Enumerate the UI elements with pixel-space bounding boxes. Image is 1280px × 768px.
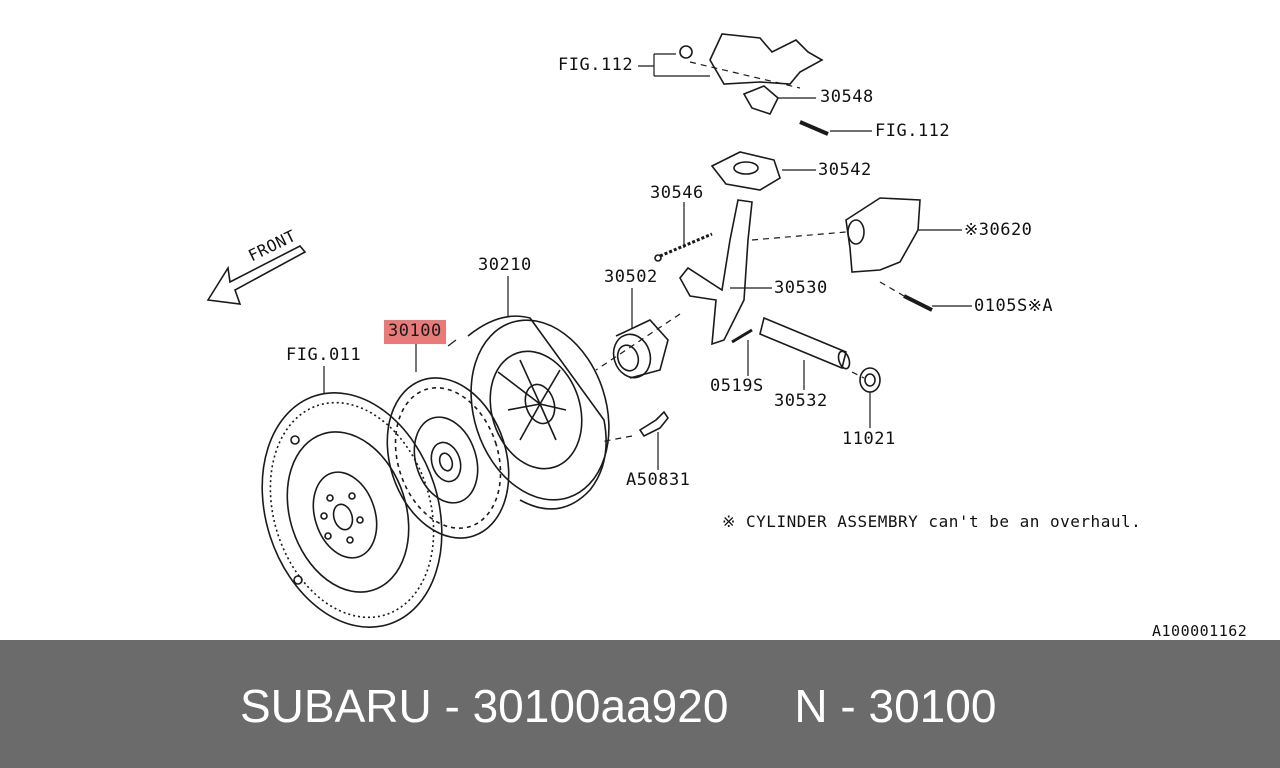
callout-30548: 30548 (820, 87, 874, 107)
operating-cylinder (845, 197, 933, 312)
roll-pin (731, 328, 753, 344)
pressure-plate-cover (467, 315, 610, 510)
callout-fig112-top: FIG.112 (558, 55, 634, 75)
callout-30532: 30532 (774, 391, 828, 411)
bolt-a50831 (638, 410, 669, 438)
callout-30502: 30502 (604, 267, 658, 287)
callout-11021: 11021 (842, 429, 896, 449)
footer-number: N - 30100 (794, 680, 997, 732)
callout-30546: 30546 (650, 183, 704, 203)
callout-a50831: A50831 (626, 470, 691, 490)
callout-30210: 30210 (478, 255, 532, 275)
flywheel (261, 392, 443, 628)
footer-title: SUBARU - 30100aa920 N - 30100 (240, 683, 996, 729)
note-text: ※ CYLINDER ASSEMBRY can't be an overhaul… (722, 512, 1142, 531)
front-arrow-icon (206, 244, 307, 305)
assembly-lines (595, 61, 905, 443)
clutch-disc (386, 377, 510, 539)
exploded-view-drawing (206, 33, 972, 628)
footer-bar (0, 640, 1280, 768)
callout-fig011: FIG.011 (286, 345, 362, 365)
callout-30620: ※30620 (964, 220, 1033, 240)
oil-seal (859, 367, 881, 393)
upper-bracket (679, 33, 829, 136)
callout-0105s: 0105S※A (974, 296, 1054, 316)
return-spring (654, 232, 713, 262)
figure-id: A100001162 (1152, 622, 1248, 640)
release-shaft (759, 316, 851, 370)
footer-brand-part: SUBARU - 30100aa920 (240, 680, 729, 732)
release-bearing (612, 319, 669, 379)
callout-fig112-right: FIG.112 (875, 121, 951, 141)
callout-30100-highlighted: 30100 (384, 320, 446, 344)
parts-diagram: FRONT FIG.112 30548 FIG.112 30542 30546 … (206, 33, 1248, 640)
callout-0519s: 0519S (710, 376, 764, 396)
leader-lines (323, 53, 972, 470)
callout-30530: 30530 (774, 278, 828, 298)
release-fork (679, 199, 753, 346)
callout-30542: 30542 (818, 160, 872, 180)
pivot-bracket (710, 151, 781, 191)
